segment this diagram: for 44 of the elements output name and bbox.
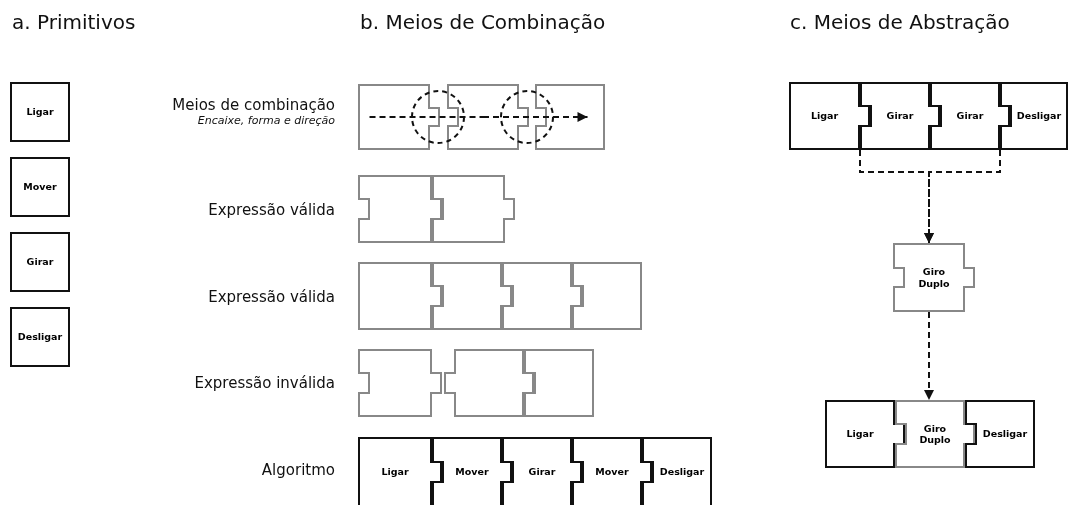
piece-label: Ligar	[26, 106, 54, 118]
instruction-box	[10, 157, 70, 217]
row-label: Expressão válida	[208, 288, 335, 306]
section-heading: a. Primitivos	[12, 10, 136, 34]
section-heading: b. Meios de Combinação	[360, 10, 606, 34]
row-label: Meios de combinação	[172, 96, 335, 114]
row-label: Expressão válida	[208, 201, 335, 219]
piece-label: Desligar	[1016, 110, 1062, 122]
puzzle-piece	[432, 175, 515, 243]
puzzle-piece	[524, 349, 594, 417]
piece-label: Desligar	[659, 466, 705, 478]
puzzle-piece	[358, 175, 442, 243]
puzzle-piece	[642, 437, 712, 505]
arrow	[924, 149, 1001, 244]
piece-label: Ligar	[810, 110, 839, 122]
puzzle-piece	[358, 84, 440, 150]
puzzle-piece	[825, 400, 905, 468]
section-heading: c. Meios de Abstração	[790, 10, 1010, 34]
piece-label: Girar	[26, 256, 54, 268]
piece-label: Ligar	[846, 428, 874, 440]
puzzle-piece	[447, 84, 529, 150]
puzzle-piece	[965, 400, 1035, 468]
piece-label: Desligar	[17, 331, 63, 343]
puzzle-piece	[444, 349, 534, 417]
row-label: Algoritmo	[261, 461, 335, 479]
piece-label: Desligar	[982, 428, 1028, 440]
instruction-box	[10, 307, 70, 367]
puzzle-piece	[358, 262, 442, 330]
piece-label: Mover	[23, 181, 57, 193]
row-caption: Encaixe, forma e direção	[197, 114, 335, 127]
instruction-box	[10, 82, 70, 142]
puzzle-piece	[893, 243, 975, 312]
piece-label: Ligar	[381, 466, 409, 478]
row-label: Expressão inválida	[194, 374, 335, 392]
puzzle-piece	[535, 84, 605, 150]
puzzle-piece	[1000, 82, 1068, 150]
puzzle-piece	[358, 437, 442, 505]
arrow	[482, 112, 589, 122]
puzzle-piece	[789, 82, 870, 150]
puzzle-piece	[358, 349, 442, 417]
instruction-box	[10, 232, 70, 292]
arrow	[924, 311, 934, 401]
puzzle-piece	[572, 262, 642, 330]
piece-label: Giro Duplo	[918, 266, 950, 289]
